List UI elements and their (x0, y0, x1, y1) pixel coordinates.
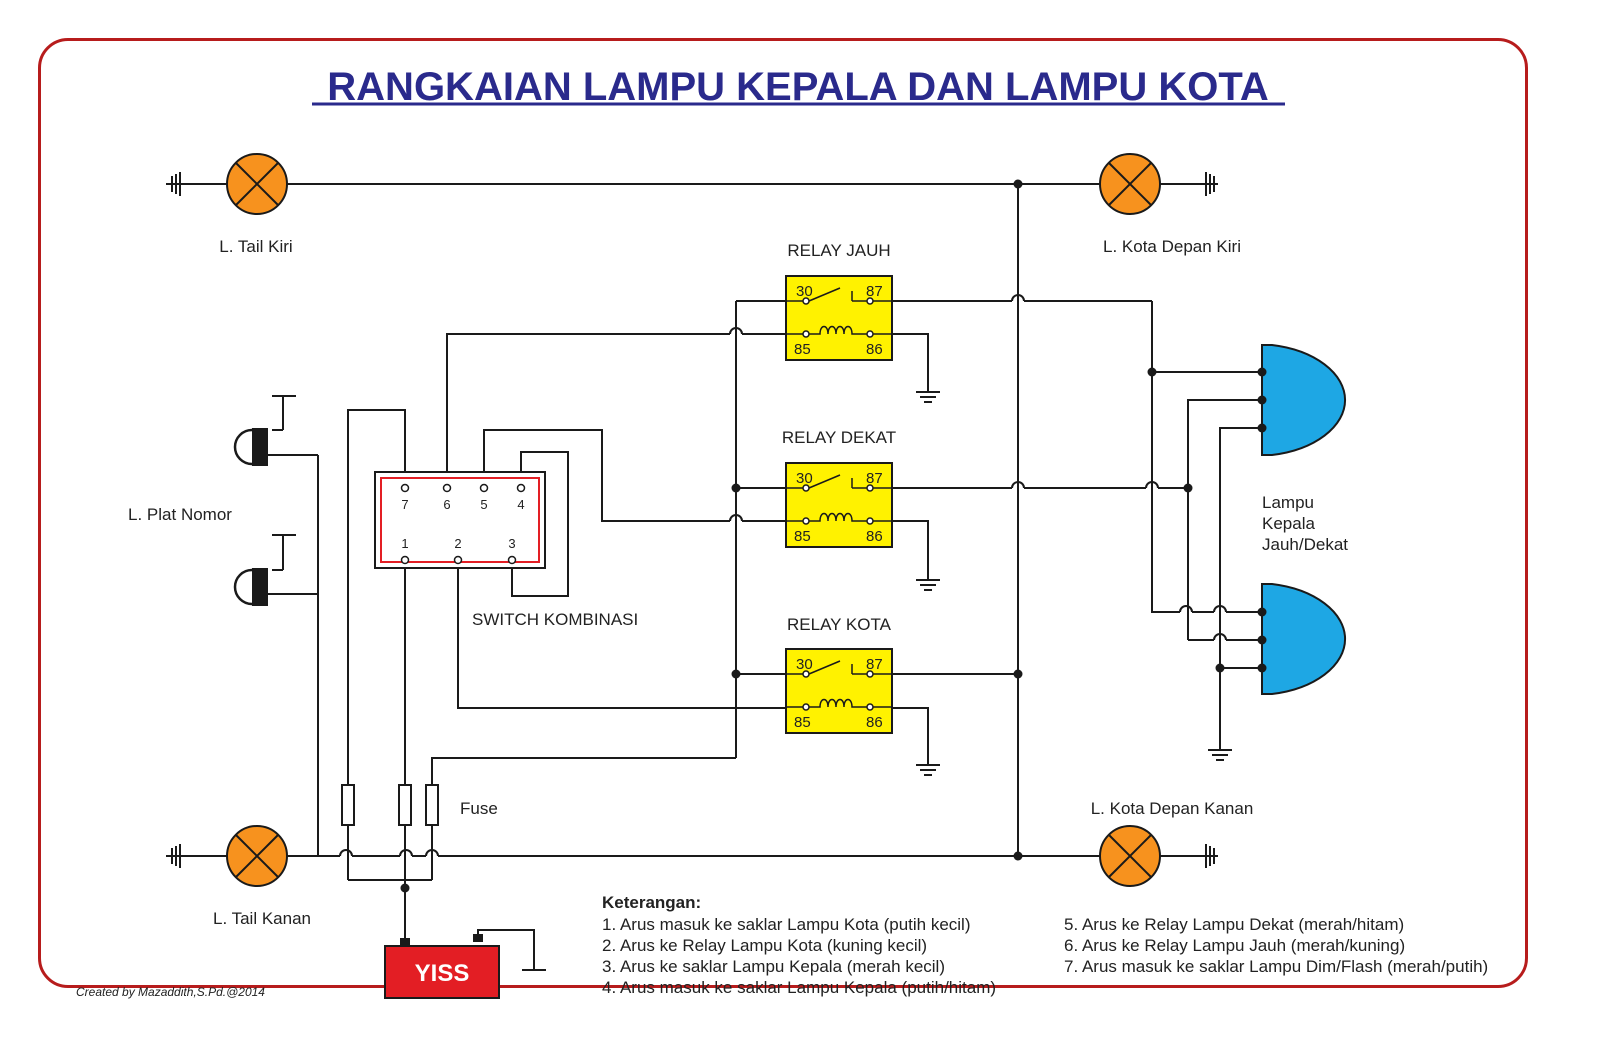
switch-pin-4: 4 (517, 497, 524, 512)
city-front-right-label: L. Kota Depan Kanan (1091, 799, 1254, 818)
relay-jauh-pin-87: 87 (866, 283, 883, 300)
combination-switch: 7 6 5 4 1 2 3 (374, 471, 546, 569)
plate-lamp-label: L. Plat Nomor (128, 505, 232, 524)
relay-dekat-label: RELAY DEKAT (782, 428, 896, 447)
legend-item-4: 4. Arus masuk ke saklar Lampu Kepala (pu… (602, 978, 996, 997)
battery-label: YISS (415, 960, 470, 987)
relay-dekat-pin-85: 85 (794, 528, 811, 545)
headlamp-label-line3: Jauh/Dekat (1262, 535, 1348, 554)
relay-dekat-pin-30: 30 (796, 470, 813, 487)
legend-item-1: 1. Arus masuk ke saklar Lampu Kota (puti… (602, 915, 971, 934)
tail-right-label: L. Tail Kanan (213, 909, 311, 928)
diagram-title: RANGKAIAN LAMPU KEPALA DAN LAMPU KOTA (327, 65, 1268, 109)
city-front-left-label: L. Kota Depan Kiri (1103, 237, 1241, 256)
relay-jauh-pin-86: 86 (866, 341, 883, 358)
legend-item-2: 2. Arus ke Relay Lampu Kota (kuning keci… (602, 936, 927, 955)
headlamp-lower (1257, 583, 1347, 695)
relay-kota-pin-85: 85 (794, 714, 811, 731)
plate-lamp-1 (233, 428, 268, 466)
tail-lamp-right (226, 825, 288, 887)
fuse-label: Fuse (460, 799, 498, 818)
relay-dekat: 30 87 85 86 (785, 462, 893, 548)
headlamp-upper (1257, 344, 1347, 456)
switch-pin-2: 2 (454, 536, 461, 551)
legend: Keterangan: 1. Arus masuk ke saklar Lamp… (602, 893, 1488, 997)
plate-lamp-2 (233, 568, 268, 606)
relay-kota-pin-30: 30 (796, 656, 813, 673)
legend-item-6: 6. Arus ke Relay Lampu Jauh (merah/kunin… (1064, 936, 1405, 955)
switch-label: SWITCH KOMBINASI (472, 610, 638, 629)
relay-jauh-pin-30: 30 (796, 283, 813, 300)
relay-kota: 30 87 85 86 (785, 648, 893, 734)
relay-dekat-pin-87: 87 (866, 470, 883, 487)
relay-kota-pin-86: 86 (866, 714, 883, 731)
credit-text: Created by Mazaddith,S.Pd.@2014 (76, 985, 265, 999)
legend-item-7: 7. Arus masuk ke saklar Lampu Dim/Flash … (1064, 957, 1488, 976)
headlamp-label-line1: Lampu (1262, 493, 1314, 512)
relay-jauh: 30 87 85 86 (785, 275, 893, 361)
relay-dekat-pin-86: 86 (866, 528, 883, 545)
switch-pin-5: 5 (480, 497, 487, 512)
relay-jauh-label: RELAY JAUH (787, 241, 890, 260)
battery: YISS (384, 934, 500, 999)
legend-item-5: 5. Arus ke Relay Lampu Dekat (merah/hita… (1064, 915, 1404, 934)
switch-pin-1: 1 (401, 536, 408, 551)
tail-lamp-left (226, 153, 288, 215)
diagram-frame (38, 38, 1528, 988)
headlamp-label-line2: Kepala (1262, 514, 1315, 533)
ground-symbols (522, 391, 1232, 971)
switch-pin-3: 3 (508, 536, 515, 551)
junction-dots (400, 179, 1225, 893)
switch-pin-7: 7 (401, 497, 408, 512)
switch-pin-6: 6 (443, 497, 450, 512)
city-lamp-front-right (1099, 825, 1161, 887)
fuses (341, 784, 439, 826)
legend-item-3: 3. Arus ke saklar Lampu Kepala (merah ke… (602, 957, 945, 976)
tail-left-label: L. Tail Kiri (219, 237, 292, 256)
chassis-grounds (166, 172, 1218, 868)
relay-jauh-pin-85: 85 (794, 341, 811, 358)
city-lamp-front-left (1099, 153, 1161, 215)
relay-kota-label: RELAY KOTA (787, 615, 892, 634)
relay-kota-pin-87: 87 (866, 656, 883, 673)
legend-heading: Keterangan: (602, 893, 701, 912)
